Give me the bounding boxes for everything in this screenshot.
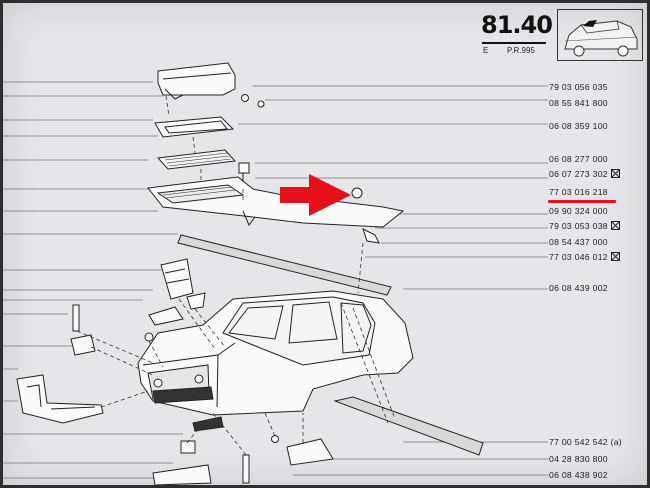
exploded-parts-diagram <box>3 62 548 485</box>
reference-08-54-437-000: 08 54 437 000 <box>549 237 608 247</box>
cross-box-icon <box>610 252 620 261</box>
red-arrow-icon <box>280 174 351 216</box>
reference-79-03-053-038: 79 03 053 038 <box>549 221 620 231</box>
page-number-rule <box>482 42 546 44</box>
page-subtitle-e: E <box>483 46 489 55</box>
reference-06-08-359-100: 06 08 359 100 <box>549 121 608 131</box>
reference-77-00-542-542: 77 00 542 542 (a) <box>549 437 622 447</box>
reference-77-03-016-218: 77 03 016 218 <box>549 187 608 197</box>
reference-06-08-438-902: 06 08 438 902 <box>549 470 608 480</box>
reference-79-03-056-035: 79 03 056 035 <box>549 82 608 92</box>
car-thumbnail-icon <box>557 9 643 61</box>
reference-09-90-324-000: 09 90 324 000 <box>549 206 608 216</box>
page-subtitle-pr: P.R.995 <box>507 46 535 55</box>
reference-77-03-046-012: 77 03 046 012 <box>549 252 620 262</box>
cross-box-icon <box>610 221 620 230</box>
reference-08-55-841-800: 08 55 841 800 <box>549 98 608 108</box>
reference-note: (a) <box>610 437 622 447</box>
reference-06-08-439-002: 06 08 439 002 <box>549 283 608 293</box>
page-number: 81.40 <box>481 11 553 39</box>
cross-box-icon <box>610 169 620 178</box>
reference-04-28-830-800: 04 28 830 800 <box>549 454 608 464</box>
reference-06-07-273-302: 06 07 273 302 <box>549 169 620 179</box>
catalog-page: 81.40 E P.R.995 <box>3 3 647 485</box>
highlight-underline <box>548 200 616 203</box>
reference-06-08-277-000: 06 08 277 000 <box>549 154 608 164</box>
